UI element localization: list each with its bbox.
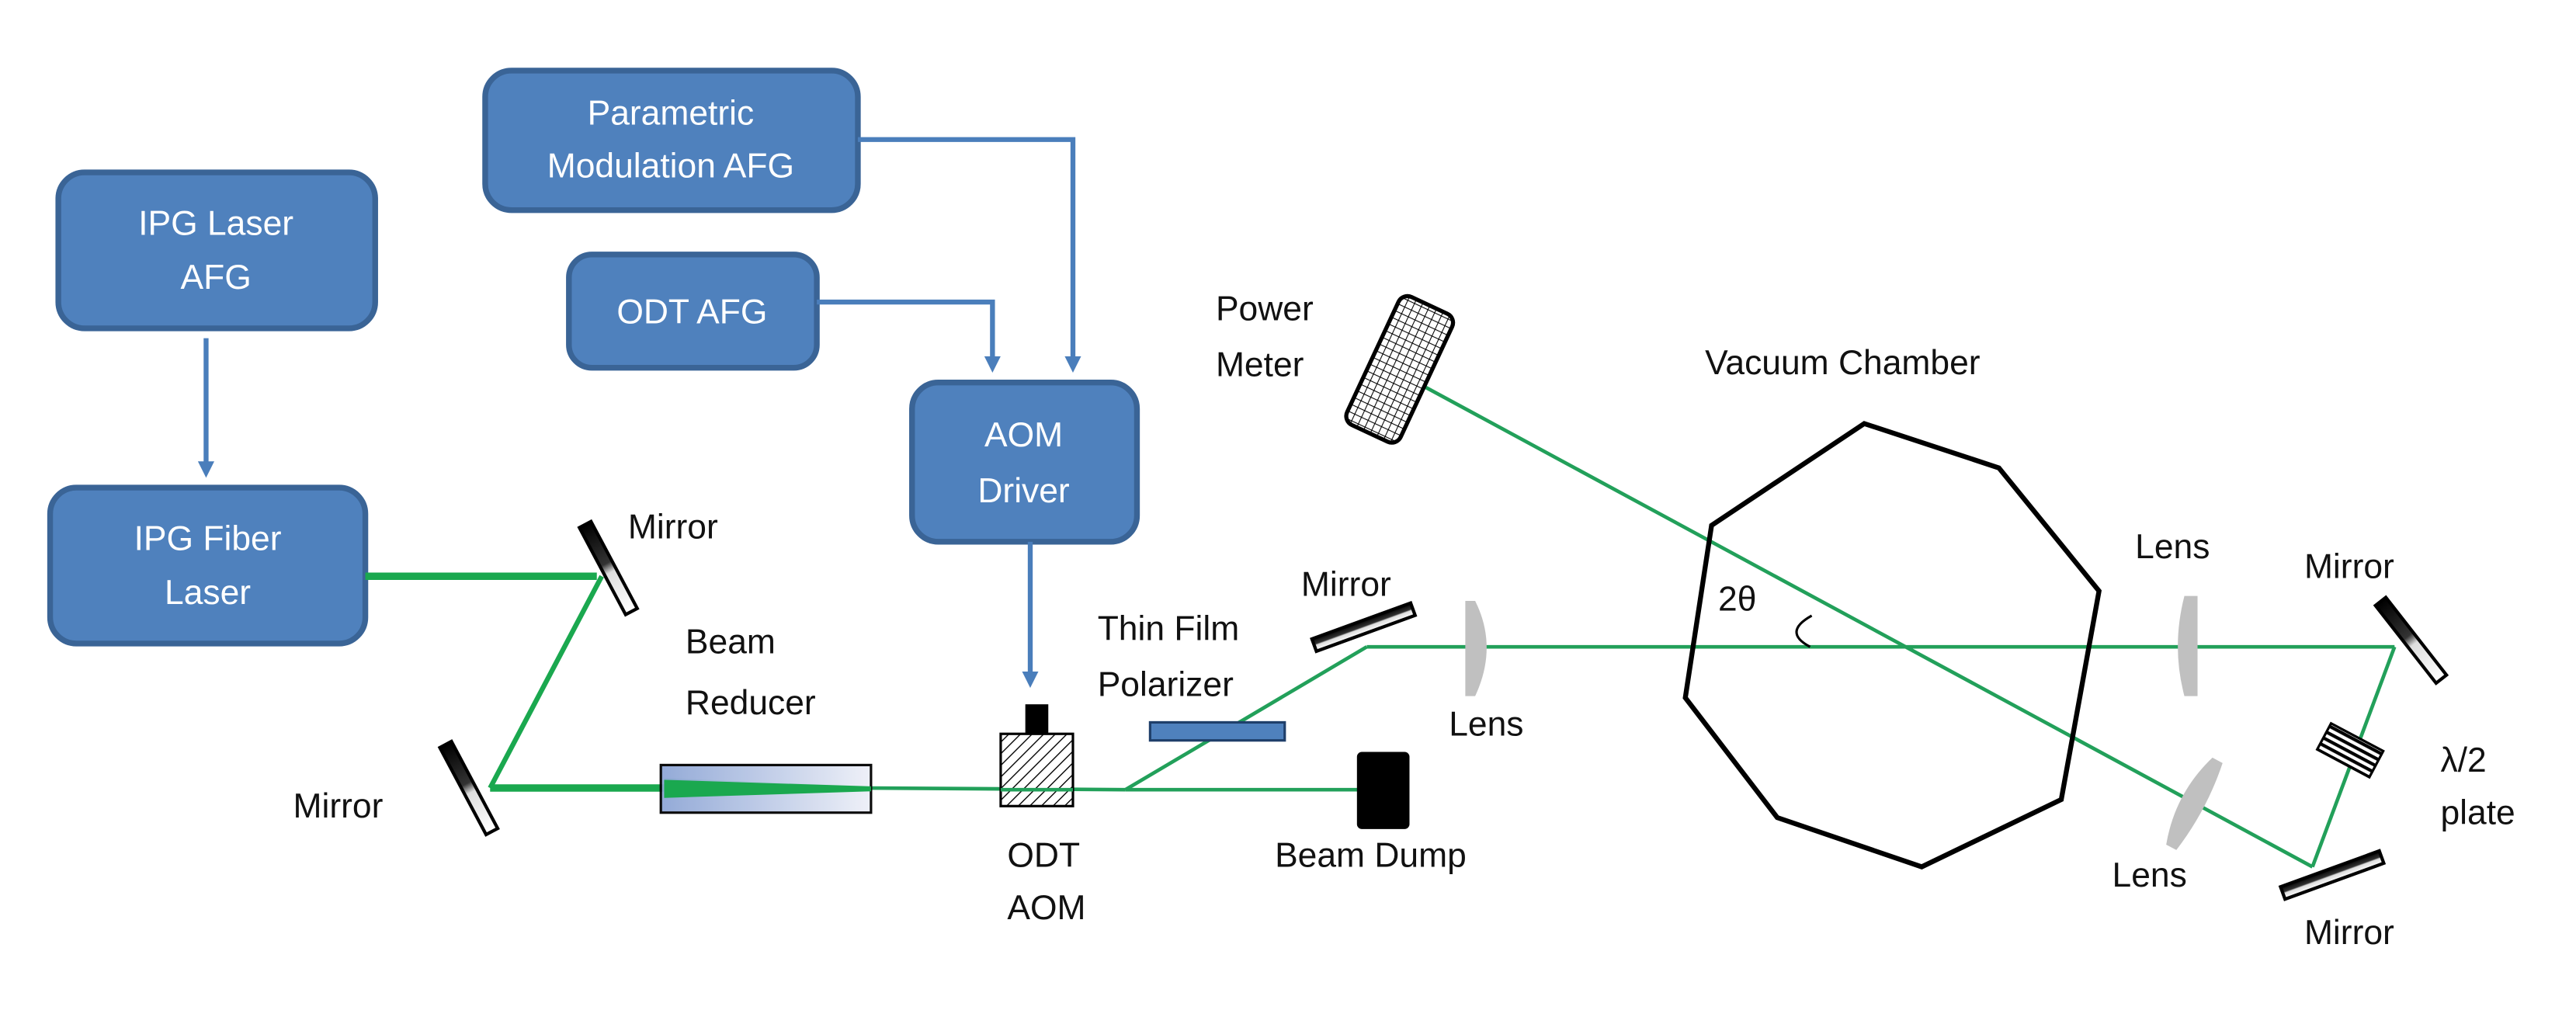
mirror-2 (437, 739, 500, 837)
aom-driver-line2: Driver (977, 472, 1070, 510)
power-meter-label-2: Meter (1216, 345, 1304, 384)
aom-driver-line1: AOM (984, 416, 1063, 454)
beam-dump (1356, 752, 1410, 829)
ipg-laser-afg-line2: AFG (181, 259, 252, 297)
parametric-modulation-afg-box: Parametric Modulation AFG (482, 68, 861, 213)
beam-reducer-label-1: Beam (686, 623, 776, 661)
ipg-fiber-laser-line1: IPG Fiber (134, 519, 282, 557)
angle-arc (1795, 614, 1813, 648)
ipg-fiber-laser-box: IPG Fiber Laser (47, 484, 369, 647)
thin-film-polarizer-label-2: Polarizer (1098, 666, 1234, 704)
vacuum-chamber-label: Vacuum Chamber (1705, 344, 1981, 382)
lens-1 (1465, 600, 1487, 696)
mirror-3-label: Mirror (1301, 566, 1391, 604)
half-wave-plate-label-2: plate (2440, 794, 2515, 832)
mirror-1 (577, 519, 640, 617)
odt-afg-box: ODT AFG (566, 252, 820, 371)
mirror-4 (2373, 595, 2449, 686)
arrow-odt-afg-to-aom-driver (817, 299, 1001, 373)
arrow-parametric-afg-to-aom-driver (857, 137, 1081, 373)
power-meter (1344, 293, 1456, 445)
lens-3-label: Lens (2113, 856, 2187, 894)
mirror-1-label: Mirror (628, 509, 718, 547)
beam-reducer-to-splitter (870, 786, 1126, 792)
odt-afg-label: ODT AFG (616, 293, 767, 332)
ipg-laser-afg-box: IPG Laser AFG (55, 169, 378, 332)
mirror-5 (2278, 849, 2387, 901)
mirror-2-label: Mirror (293, 787, 384, 825)
odt-aom-label-2: AOM (1007, 889, 1085, 927)
lens-3 (2166, 757, 2223, 850)
beam-splitter-to-mirror3 (1124, 645, 1368, 792)
lens-2-label: Lens (2135, 528, 2210, 566)
parametric-afg-line2: Modulation AFG (547, 147, 794, 185)
beam-in-reducer-overlay (664, 779, 871, 798)
lens-2 (2178, 595, 2198, 696)
half-wave-plate (2315, 721, 2385, 779)
aom-driver-box: AOM Driver (909, 380, 1140, 545)
mirror-4-label: Mirror (2304, 547, 2394, 585)
ipg-laser-afg-line1: IPG Laser (138, 204, 293, 242)
thin-film-polarizer (1148, 720, 1286, 742)
power-meter-label-1: Power (1216, 290, 1314, 328)
odt-aom-label-1: ODT (1007, 837, 1080, 875)
beam-mirror1-to-mirror2 (488, 575, 604, 790)
beam-reducer-label-2: Reducer (686, 684, 816, 722)
mirror-3 (1310, 600, 1418, 654)
half-wave-plate-label-1: λ/2 (2440, 741, 2486, 779)
angle-label: 2θ (1718, 581, 1756, 619)
parametric-afg-line1: Parametric (588, 95, 755, 133)
beam-dump-label: Beam Dump (1275, 837, 1467, 875)
ipg-fiber-laser-line2: Laser (165, 574, 251, 612)
beam-bottom-mirror-to-power-meter (1425, 386, 2314, 869)
lens-1-label: Lens (1449, 705, 1523, 743)
odt-aom (999, 704, 1074, 807)
thin-film-polarizer-label-1: Thin Film (1098, 610, 1240, 648)
mirror-5-label: Mirror (2304, 914, 2394, 952)
vacuum-chamber (1682, 421, 2102, 870)
